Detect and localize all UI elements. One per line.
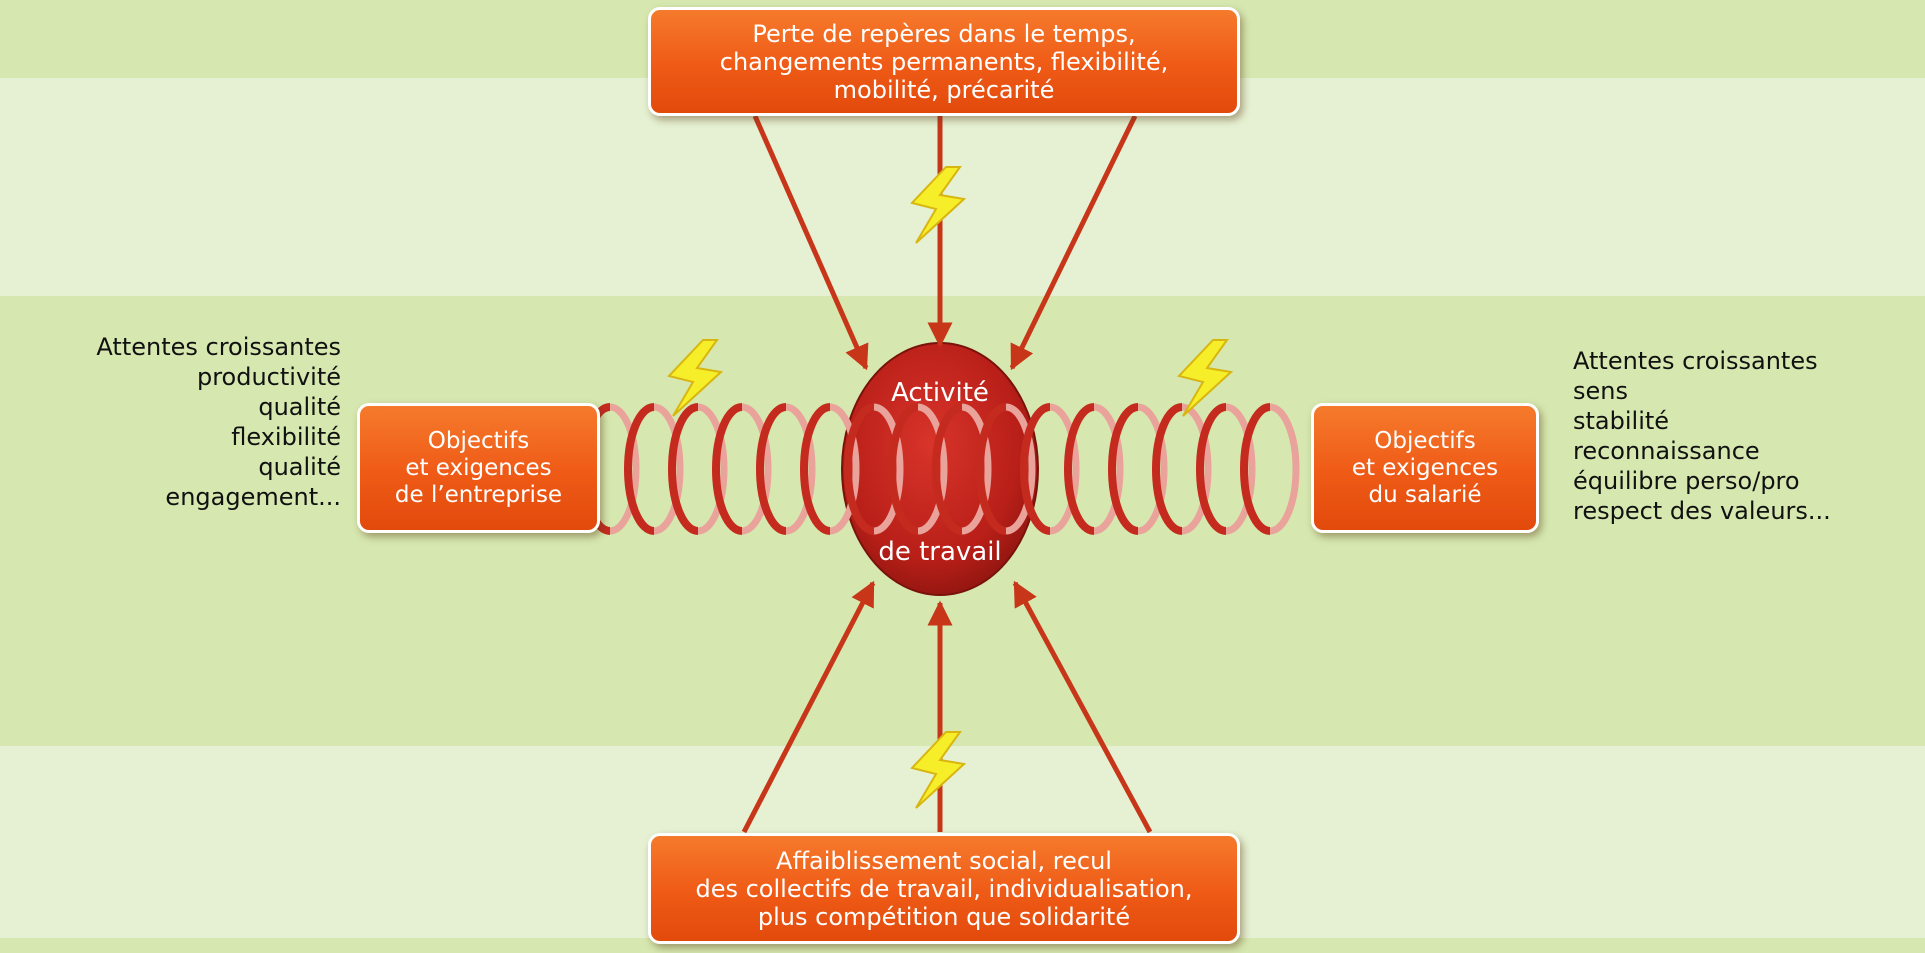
arrow-bottom-right xyxy=(1012,580,1153,834)
list-item: Attentes croissantes xyxy=(96,333,341,361)
spring-coil-front xyxy=(800,403,831,535)
left-box-line: de l’entreprise xyxy=(394,481,563,508)
lightning-icon xyxy=(910,166,967,244)
spring-coil-front xyxy=(756,403,787,535)
list-item: Attentes croissantes xyxy=(1573,347,1818,375)
bottom-box-line: des collectifs de travail, individualisa… xyxy=(695,874,1193,903)
spring-coil-front xyxy=(888,403,919,535)
background-band xyxy=(0,938,1925,953)
top-box-line: changements permanents, flexibilité, xyxy=(719,47,1169,76)
center-label-bottom: de travail xyxy=(878,537,1002,567)
top-box-line: Perte de repères dans le temps, xyxy=(752,19,1136,48)
lightning-icon xyxy=(910,731,967,809)
list-item: qualité xyxy=(258,393,341,421)
spring-coil-front xyxy=(1108,403,1139,535)
spring-coil xyxy=(580,403,1300,535)
list-item: équilibre perso/pro xyxy=(1573,467,1800,495)
top-box-line: mobilité, précarité xyxy=(833,75,1055,104)
top-pressure-box: Perte de repères dans le temps, changeme… xyxy=(648,7,1240,116)
spring-coil-front xyxy=(712,403,743,535)
left-box-line: Objectifs xyxy=(427,427,530,454)
list-item: sens xyxy=(1573,377,1628,405)
spring-coil-front xyxy=(1020,403,1051,535)
lightning-icon xyxy=(1177,339,1234,417)
spring-coil-front xyxy=(668,403,699,535)
employee-expectations-list: Attentes croissantes sens stabilité reco… xyxy=(1573,346,1831,526)
spring-coil-front xyxy=(1196,403,1227,535)
spring-coil-front xyxy=(976,403,1007,535)
spring-coil-front xyxy=(932,403,963,535)
arrow-bottom-left xyxy=(741,580,876,834)
right-box-line: du salarié xyxy=(1368,481,1482,508)
list-item: reconnaissance xyxy=(1573,437,1760,465)
spring-coil-front xyxy=(624,403,655,535)
spring-coil-front xyxy=(1064,403,1095,535)
lightning-icon xyxy=(667,339,724,417)
list-item: flexibilité xyxy=(231,423,341,451)
arrow-top-left xyxy=(752,114,869,371)
center-label-top: Activité xyxy=(891,378,989,408)
spring-coil-front xyxy=(1152,403,1183,535)
bottom-pressure-box: Affaiblissement social, recul des collec… xyxy=(648,833,1240,944)
list-item: qualité xyxy=(258,453,341,481)
list-item: productivité xyxy=(196,363,341,391)
company-objectives-box: Objectifs et exigences de l’entreprise xyxy=(357,403,600,533)
spring-coil-front xyxy=(1240,403,1271,535)
list-item: engagement... xyxy=(165,483,341,511)
bottom-box-line: plus compétition que solidarité xyxy=(757,902,1131,931)
employee-objectives-box: Objectifs et exigences du salarié xyxy=(1311,403,1539,533)
list-item: stabilité xyxy=(1573,407,1670,435)
right-box-line: et exigences xyxy=(1351,454,1499,481)
left-box-line: et exigences xyxy=(405,454,552,481)
list-item: respect des valeurs... xyxy=(1573,497,1831,525)
spring-coil-front xyxy=(844,403,875,535)
bottom-box-line: Affaiblissement social, recul xyxy=(776,846,1112,875)
arrow-top-right xyxy=(1009,114,1138,371)
right-box-line: Objectifs xyxy=(1374,427,1476,454)
company-expectations-list: Attentes croissantes productivité qualit… xyxy=(96,332,341,512)
